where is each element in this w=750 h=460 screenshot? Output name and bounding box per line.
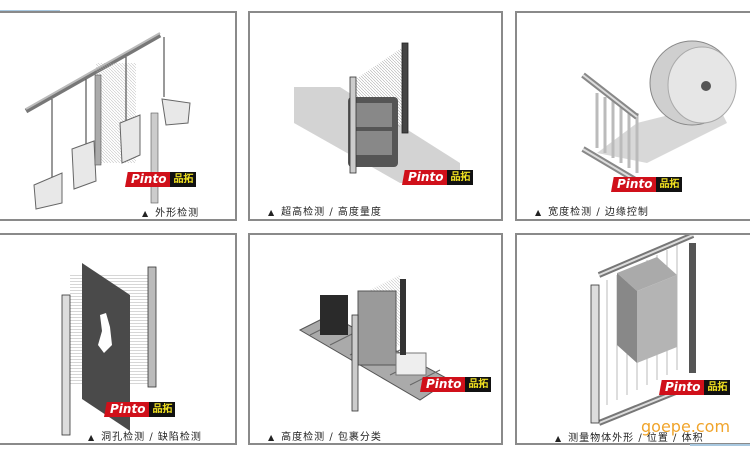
illustration-roll-edge-control	[581, 40, 737, 184]
triangle-bullet-icon: ▲	[535, 208, 543, 217]
panel-caption: ▲高度检测 / 包裹分类	[268, 432, 382, 443]
pinto-logo: Pinto 品拓	[104, 402, 176, 417]
illustration-pallet-light-curtain	[294, 42, 460, 183]
panel-caption: ▲洞孔检测 / 缺陷检测	[88, 432, 202, 443]
panel-shape-detection: Pinto 品拓 ▲外形检测	[0, 11, 237, 221]
illustration-box-light-grid	[590, 235, 696, 426]
pinto-logo: Pinto 品拓	[125, 172, 197, 187]
triangle-bullet-icon: ▲	[88, 433, 96, 442]
triangle-bullet-icon: ▲	[268, 433, 276, 442]
logo-cn: 品拓	[170, 172, 197, 187]
triangle-bullet-icon: ▲	[142, 209, 150, 218]
pinto-logo: Pinto 品拓	[611, 177, 683, 192]
pinto-logo: Pinto 品拓	[420, 377, 492, 392]
triangle-bullet-icon: ▲	[555, 434, 563, 443]
panel-parcel-sorting: Pinto 品拓 ▲高度检测 / 包裹分类	[248, 233, 503, 445]
watermark-text: goepe.com	[641, 417, 731, 436]
panel-overheight-detection: Pinto 品拓 ▲超高检测 / 高度量度	[248, 11, 503, 221]
pinto-logo: Pinto 品拓	[659, 380, 731, 395]
logo-latin: Pinto	[125, 172, 171, 187]
illustration-sheet-hole	[61, 263, 157, 436]
bottom-accent-line	[690, 444, 750, 446]
panel-width-detection: Pinto 品拓 ▲宽度检测 / 边缘控制	[515, 11, 750, 221]
panel-caption: ▲超高检测 / 高度量度	[268, 207, 382, 218]
panel-caption: ▲外形检测	[142, 208, 200, 219]
illustration-conveyor-parcels	[298, 275, 451, 412]
panel-volume-measurement: Pinto 品拓 ▲测量物体外形 / 位置 / 体积	[515, 233, 750, 445]
panel-caption: ▲测量物体外形 / 位置 / 体积	[555, 433, 704, 444]
triangle-bullet-icon: ▲	[268, 208, 276, 217]
panel-caption: ▲宽度检测 / 边缘控制	[535, 207, 649, 218]
panel-hole-detection: Pinto 品拓 ▲洞孔检测 / 缺陷检测	[0, 233, 237, 445]
illustration-door-conveyor	[24, 32, 191, 210]
pinto-logo: Pinto 品拓	[402, 170, 474, 185]
